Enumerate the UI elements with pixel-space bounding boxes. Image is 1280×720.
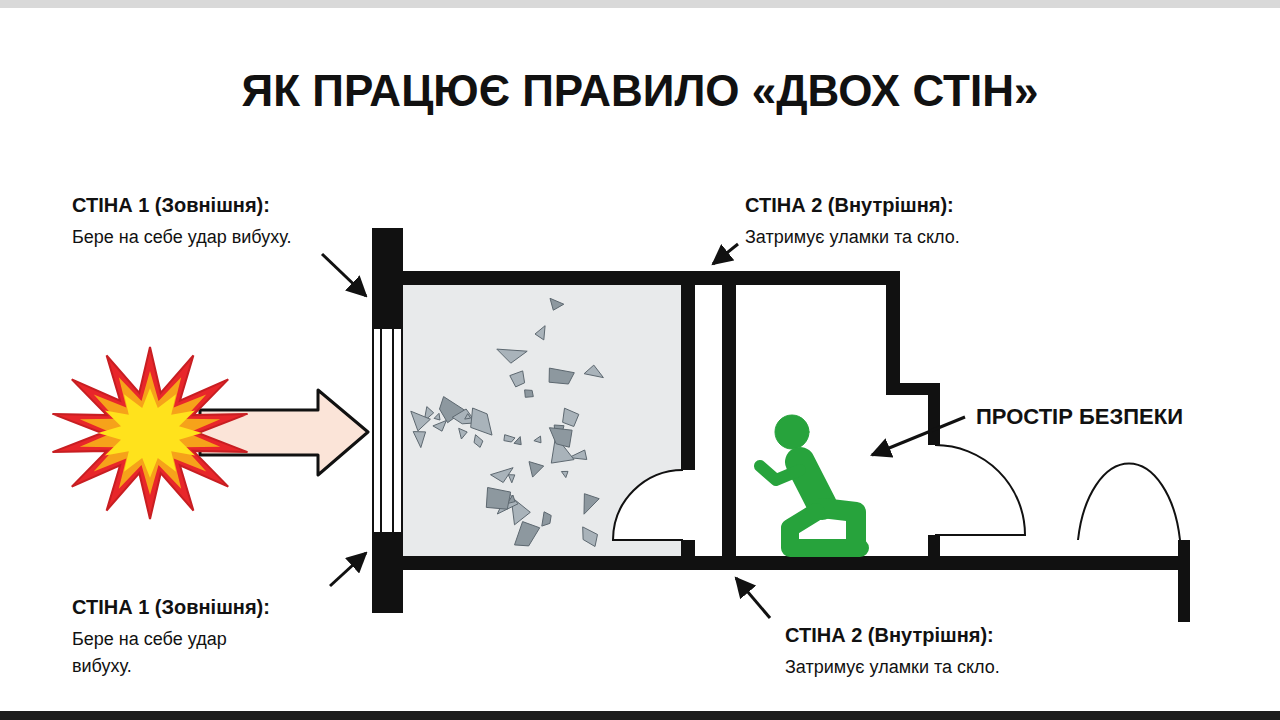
glass-shard [471, 408, 492, 435]
door-swing [613, 470, 683, 540]
glass-shard [510, 371, 525, 387]
wall-heading: СТІНА 1 (Зовнішня): [72, 194, 270, 217]
side-wall [1178, 540, 1190, 622]
explosion-group [53, 347, 248, 519]
glass-shard [550, 298, 564, 310]
leader-arrow [872, 417, 965, 455]
wall-note: Бере на себе удар вибуху. [72, 224, 291, 251]
explosion-core [98, 388, 202, 477]
leader-arrow [322, 254, 366, 296]
glass-shard [525, 390, 534, 397]
glass-shard [497, 349, 527, 363]
glass-shard [433, 421, 446, 432]
glass-shard [534, 436, 541, 443]
outer-wall [372, 533, 403, 613]
inner-wall [722, 285, 736, 556]
door-swing [1078, 464, 1180, 540]
top-wall [403, 271, 895, 285]
inner-wall [681, 285, 695, 470]
side-wall [886, 271, 900, 395]
glass-shard [465, 414, 471, 419]
glass-shard [508, 475, 515, 483]
glass-shard [563, 408, 579, 426]
wall-note: Затримує уламки та скло. [785, 654, 1000, 681]
glass-shard [584, 365, 603, 378]
wall-heading: СТІНА 2 (Внутрішня): [785, 624, 994, 647]
person-figure [760, 415, 860, 548]
glass-shard [535, 326, 545, 340]
glass-shard [486, 488, 510, 510]
safe-zone-label: ПРОСТІР БЕЗПЕКИ [976, 404, 1183, 430]
bottom-wall [403, 556, 1190, 570]
title: ЯК ПРАЦЮЄ ПРАВИЛО «ДВОХ СТІН» [0, 66, 1280, 116]
glass-shard [561, 471, 568, 477]
glass-shard [542, 512, 551, 526]
wall-heading: СТІНА 1 (Зовнішня): [72, 596, 270, 619]
room-floor [403, 285, 683, 556]
window-pane [392, 328, 394, 533]
glass-shard [515, 522, 540, 546]
explosion-middle [80, 371, 220, 495]
outer-wall [372, 228, 403, 328]
wall-note: Затримує уламки та скло. [745, 224, 960, 251]
glass-shard [413, 432, 425, 448]
debris-group [411, 298, 604, 546]
glass-shard [474, 435, 483, 448]
glass-shard [529, 462, 544, 478]
explosion-outer [53, 347, 248, 519]
glass-shard [583, 527, 598, 547]
side-wall [928, 535, 940, 556]
person-leg [790, 512, 860, 548]
window-pane [380, 328, 382, 533]
glass-shard [504, 435, 515, 442]
leader-arrow [330, 553, 366, 586]
glass-shard [549, 368, 574, 384]
wall-note: Бере на себе удар вибуху. [72, 626, 287, 680]
window [373, 328, 402, 533]
person-arm [760, 466, 800, 480]
person-head [775, 415, 809, 449]
wall-heading: СТІНА 2 (Внутрішня): [745, 194, 954, 217]
glass-shard [411, 411, 431, 431]
door-swing [935, 445, 1025, 535]
glass-shard [584, 494, 599, 515]
glass-shard [459, 428, 468, 439]
inner-wall [681, 540, 695, 556]
leader-arrow [736, 578, 770, 618]
glass-shard [549, 428, 572, 448]
blast-arrow [200, 390, 368, 475]
side-wall [928, 383, 940, 445]
top-band [0, 0, 1280, 8]
glass-shard [434, 413, 440, 420]
bottom-band [0, 711, 1280, 720]
leader-arrow [713, 244, 738, 264]
